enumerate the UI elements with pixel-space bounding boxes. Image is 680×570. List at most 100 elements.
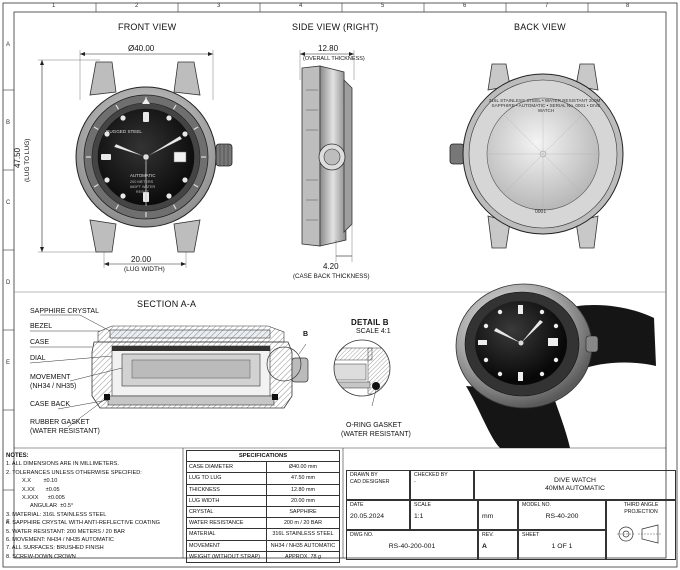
grid-row-c: C <box>6 200 11 206</box>
note-7: 7. ALL SURFACES: BRUSHED FINISH <box>6 545 104 552</box>
label-rubber-gasket: RUBBER GASKET <box>30 419 90 426</box>
back-view-drawing <box>449 63 624 249</box>
bezel-markers <box>86 97 206 217</box>
label-o-ring-gasket: O-RING GASKET <box>346 422 402 429</box>
unit-value: mm <box>482 513 494 520</box>
spec-value: 20.00 mm <box>265 494 341 507</box>
label-sapphire-crystal: SAPPHIRE CRYSTAL <box>30 308 99 315</box>
dim-thickness-label: (OVERALL THICKNESS) <box>303 56 365 62</box>
title-block-date: DATE 20.05.2024 <box>346 500 410 530</box>
spec-key: LUG WIDTH <box>186 494 267 507</box>
note-4: 4. SAPPHIRE CRYSTAL WITH ANTI-REFLECTIVE… <box>6 520 160 527</box>
dwg-label: DWG NO. <box>350 532 374 538</box>
note-tol-3: X.XXX ±0.005 <box>22 495 65 502</box>
spec-key: MOVEMENT <box>186 539 267 552</box>
label-dial: DIAL <box>30 355 46 362</box>
note-2: 2. TOLERANCES UNLESS OTHERWISE SPECIFIED… <box>6 469 142 476</box>
dim-lug-width-label: (LUG WIDTH) <box>124 266 165 273</box>
spec-value: Ø40.00 mm <box>265 461 341 474</box>
detail-view-scale: SCALE 4:1 <box>356 328 391 335</box>
model-value: RS-40-200 <box>545 512 579 520</box>
dim-thickness: 12.80 <box>318 44 339 53</box>
rev-value: A <box>482 542 487 550</box>
checked-by-value: - <box>414 478 416 485</box>
note-6: 6. MOVEMENT: NH34 / NH35 AUTOMATIC <box>6 537 114 544</box>
grid-col-5: 5 <box>381 3 385 9</box>
grid-row-a: A <box>6 42 11 48</box>
drawn-by-label: DRAWN BY <box>350 472 378 478</box>
side-view-title: SIDE VIEW (RIGHT) <box>292 22 379 32</box>
caseback-serial: 0001 <box>535 209 547 215</box>
spec-value: SAPPHIRE <box>265 505 341 519</box>
drawn-by-value: CAD DESIGNER <box>350 478 390 485</box>
dial-line-2: 200 METERS <box>130 180 154 184</box>
title-block-projection: THIRD ANGLE PROJECTION <box>606 500 676 560</box>
dial-line-3: 660FT WATER <box>130 185 156 189</box>
note-8: 8. SCREW-DOWN CROWN <box>6 553 76 560</box>
title-block-drawn-by: DRAWN BY CAD DESIGNER <box>346 470 410 500</box>
label-movement-model: (NH34 / NH35) <box>30 383 77 390</box>
spec-key: WEIGHT (WITHOUT STRAP) <box>186 550 267 563</box>
label-movement: MOVEMENT <box>30 374 71 381</box>
note-tol-2: X.XX ±0.05 <box>22 486 60 493</box>
dial-line-1: AUTOMATIC <box>130 173 156 178</box>
third-angle-projection-icon <box>617 524 662 544</box>
spec-value: 12.80 mm <box>265 483 341 496</box>
model-label: MODEL NO. <box>522 502 551 508</box>
section-leaders <box>29 314 123 428</box>
notes-title: NOTES: <box>6 453 29 459</box>
rev-label: REV. <box>482 532 494 538</box>
caseback-engraving: 316L STAINLESS STEEL • WATER RESISTANT 2… <box>488 98 604 113</box>
grid-col-1: 1 <box>52 3 56 9</box>
back-view-title: BACK VIEW <box>514 22 566 32</box>
spec-value: 316L STAINLESS STEEL <box>265 528 341 541</box>
detail-view-title: DETAIL B <box>351 318 389 327</box>
label-rubber-gasket-note: (WATER RESISTANT) <box>30 428 100 435</box>
grid-col-4: 4 <box>299 3 303 9</box>
dwg-value: RS-40-200-001 <box>388 542 436 550</box>
spec-value: APPROX. 78 g <box>265 550 341 563</box>
dim-lug-to-lug-label: (LUG TO LUG) <box>24 138 31 182</box>
dim-lug-width: 20.00 <box>131 255 152 264</box>
label-case: CASE <box>30 339 50 346</box>
sheet-label: SHEET <box>522 532 540 538</box>
front-view-drawing <box>38 50 233 268</box>
title-block-model: MODEL NO. RS-40-200 <box>518 500 606 530</box>
spec-value: 200 m / 20 BAR <box>265 517 341 530</box>
scale-label: SCALE <box>414 502 432 508</box>
spec-key: THICKNESS <box>186 483 267 496</box>
scale-value: 1:1 <box>414 512 424 520</box>
spec-key: CRYSTAL <box>186 505 267 519</box>
dial-line-4: RESIST <box>136 190 149 194</box>
title-block-dwg: DWG NO. RS-40-200-001 <box>346 530 478 560</box>
grid-row-d: D <box>6 280 11 286</box>
grid-row-b: B <box>6 120 11 126</box>
title-block-scale: SCALE 1:1 <box>410 500 478 530</box>
grid-col-6: 6 <box>463 3 467 9</box>
note-3: 3. MATERIAL: 316L STAINLESS STEEL <box>6 511 107 518</box>
date-label: DATE <box>350 502 364 508</box>
dim-caseback: 4.20 <box>323 262 339 271</box>
title-block-unit: mm <box>478 500 518 530</box>
note-1: 1. ALL DIMENSIONS ARE IN MILLIMETERS. <box>6 461 119 468</box>
spec-value: NH34 / NH35 AUTOMATIC <box>265 539 341 552</box>
dial-brand: RUGGED STEEL <box>106 129 142 134</box>
grid-col-8: 8 <box>626 3 630 9</box>
label-bezel: BEZEL <box>30 323 53 330</box>
drawing-title-line-2: 40MM AUTOMATIC <box>545 485 605 492</box>
drawing-title-line-1: DIVE WATCH <box>554 477 596 484</box>
notes-block: NOTES: 1. ALL DIMENSIONS ARE IN MILLIMET… <box>6 452 181 561</box>
title-block: DRAWN BY CAD DESIGNER CHECKED BY - DIVE … <box>346 470 676 560</box>
spec-key: WATER RESISTANCE <box>186 517 267 530</box>
date-value: 20.05.2024 <box>350 512 385 520</box>
section-view-drawing <box>91 325 309 409</box>
spec-key: LUG TO LUG <box>186 472 267 485</box>
spec-key: CASE DIAMETER <box>186 461 267 474</box>
sheet-value: 1 OF 1 <box>551 542 573 550</box>
label-o-ring-note: (WATER RESISTANT) <box>341 431 411 438</box>
